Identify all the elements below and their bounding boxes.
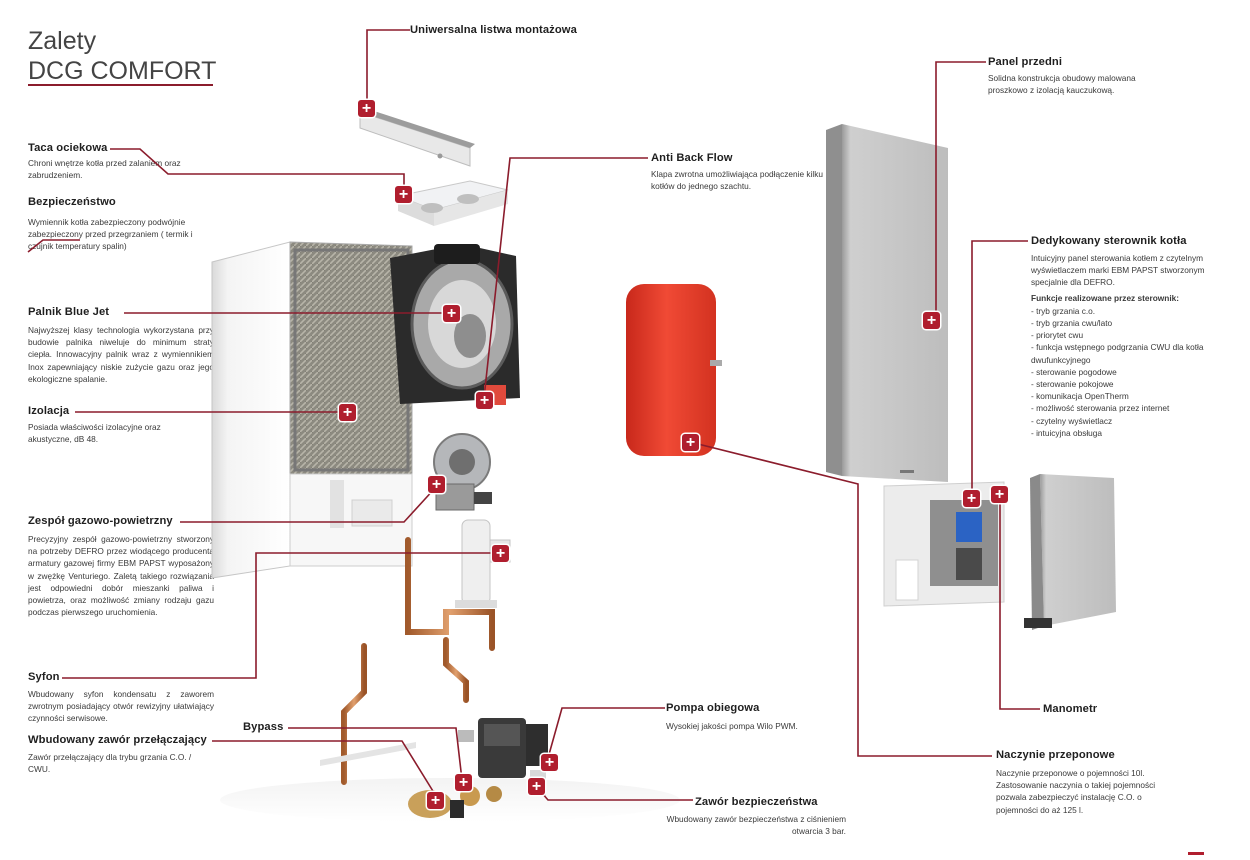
marker-antiback-plus-square-icon[interactable]: +	[476, 392, 493, 409]
desc-palnik: Najwyższej klasy technologia wykorzystan…	[28, 325, 214, 384]
desc-zawor-przel: Zawór przełączający dla trybu grzania C.…	[28, 752, 192, 775]
list-item: - komunikacja OpenTherm	[1031, 391, 1129, 402]
marker-syfon-plus-square-icon[interactable]: +	[492, 545, 509, 562]
label-naczynie: Naczynie przeponowe	[996, 749, 1115, 761]
list-item: - intuicyjna obsługa	[1031, 427, 1103, 438]
label-zespol: Zespół gazowo-powietrzny	[28, 515, 173, 527]
controller-part	[883, 481, 1005, 607]
desc-naczynie: Naczynie przeponowe o pojemności 10l. Za…	[996, 768, 1156, 815]
desc-sterownik-text: Intuicyjny panel sterowania kotłem z czy…	[1031, 253, 1205, 288]
label-taca: Taca ociekowa	[28, 142, 108, 154]
mounting-rail-part	[359, 108, 475, 167]
marker-taca-plus-square-icon[interactable]: +	[395, 186, 412, 203]
desc-taca: Chroni wnętrze kotła przed zalaniem oraz…	[28, 158, 181, 181]
sterownik-functions-heading: Funkcje realizowane przez sterownik:	[1031, 292, 1180, 303]
controller-cover-part	[1024, 474, 1116, 630]
siphon-part	[455, 519, 511, 608]
marker-izolacja-plus-square-icon[interactable]: +	[339, 404, 356, 421]
list-item: - tryb grzania c.o.	[1031, 305, 1096, 316]
marker-palnik-plus-square-icon[interactable]: +	[443, 305, 460, 322]
desc-syfon: Wbudowany syfon kondensatu z zaworem zwr…	[28, 689, 214, 724]
desc-antiback: Klapa zwrotna umożliwiająca podłączenie …	[651, 169, 824, 192]
expansion-vessel-part	[626, 284, 722, 456]
marker-zawor-bezp-plus-square-icon[interactable]: +	[528, 778, 545, 795]
label-panel: Panel przedni	[988, 56, 1063, 68]
drip-tray-part	[396, 180, 509, 226]
title-underline	[28, 84, 213, 86]
marker-bypass-plus-square-icon[interactable]: +	[455, 774, 472, 791]
label-listwa: Uniwersalna listwa montażowa	[410, 24, 577, 36]
label-bypass: Bypass	[243, 721, 284, 733]
list-item: - priorytet cwu	[1031, 330, 1084, 341]
marker-listwa-plus-square-icon[interactable]: +	[358, 100, 375, 117]
front-panel-part	[826, 124, 948, 482]
title-line-2: DCG COMFORT	[28, 57, 217, 85]
label-zawor-bezp: Zawór bezpieczeństwa	[695, 796, 818, 808]
label-antiback: Anti Back Flow	[651, 152, 733, 164]
list-item: - możliwość sterowania przez internet	[1031, 403, 1170, 414]
corner-accent	[1188, 852, 1204, 855]
desc-zawor-bezp: Wbudowany zawór bezpieczeństwa z ciśnien…	[666, 814, 846, 837]
title-line-1: Zalety	[28, 27, 97, 55]
page-title: Zalety DCG COMFORT	[28, 26, 216, 86]
marker-zawor-przel-plus-square-icon[interactable]: +	[427, 792, 444, 809]
list-item: - funkcja wstępnego podgrzania CWU dla k…	[1031, 342, 1204, 365]
label-bezpieczenstwo: Bezpieczeństwo	[28, 196, 116, 208]
label-sterownik: Dedykowany sterownik kotła	[1031, 235, 1187, 247]
list-item: - sterowanie pokojowe	[1031, 379, 1114, 390]
marker-naczynie-plus-square-icon[interactable]: +	[682, 434, 699, 451]
desc-izolacja: Posiada właściwości izolacyjne oraz akus…	[28, 422, 161, 445]
gas-air-unit-part	[433, 433, 492, 511]
marker-zespol-plus-square-icon[interactable]: +	[428, 476, 445, 493]
label-izolacja: Izolacja	[28, 405, 70, 417]
label-manometr: Manometr	[1043, 703, 1098, 715]
marker-manometr-plus-square-icon[interactable]: +	[991, 486, 1008, 503]
marker-pompa-plus-square-icon[interactable]: +	[541, 754, 558, 771]
label-palnik: Palnik Blue Jet	[28, 306, 110, 318]
desc-panel: Solidna konstrukcja obudowy malowana pro…	[988, 73, 1136, 96]
desc-sterownik: Intuicyjny panel sterowania kotłem z czy…	[1031, 252, 1231, 439]
label-syfon: Syfon	[28, 671, 60, 683]
label-zawor-przel: Wbudowany zawór przełączający	[28, 734, 207, 746]
marker-sterownik-plus-square-icon[interactable]: +	[963, 490, 980, 507]
marker-panel-plus-square-icon[interactable]: +	[923, 312, 940, 329]
sterownik-functions-list: - tryb grzania c.o. - tryb grzania cwu/l…	[1031, 305, 1231, 439]
boiler-casing-part	[211, 241, 413, 579]
list-item: - sterowanie pogodowe	[1031, 366, 1117, 377]
list-item: - czytelny wyświetlacz	[1031, 415, 1113, 426]
burner-part	[390, 244, 520, 405]
list-item: - tryb grzania cwu/lato	[1031, 318, 1113, 329]
